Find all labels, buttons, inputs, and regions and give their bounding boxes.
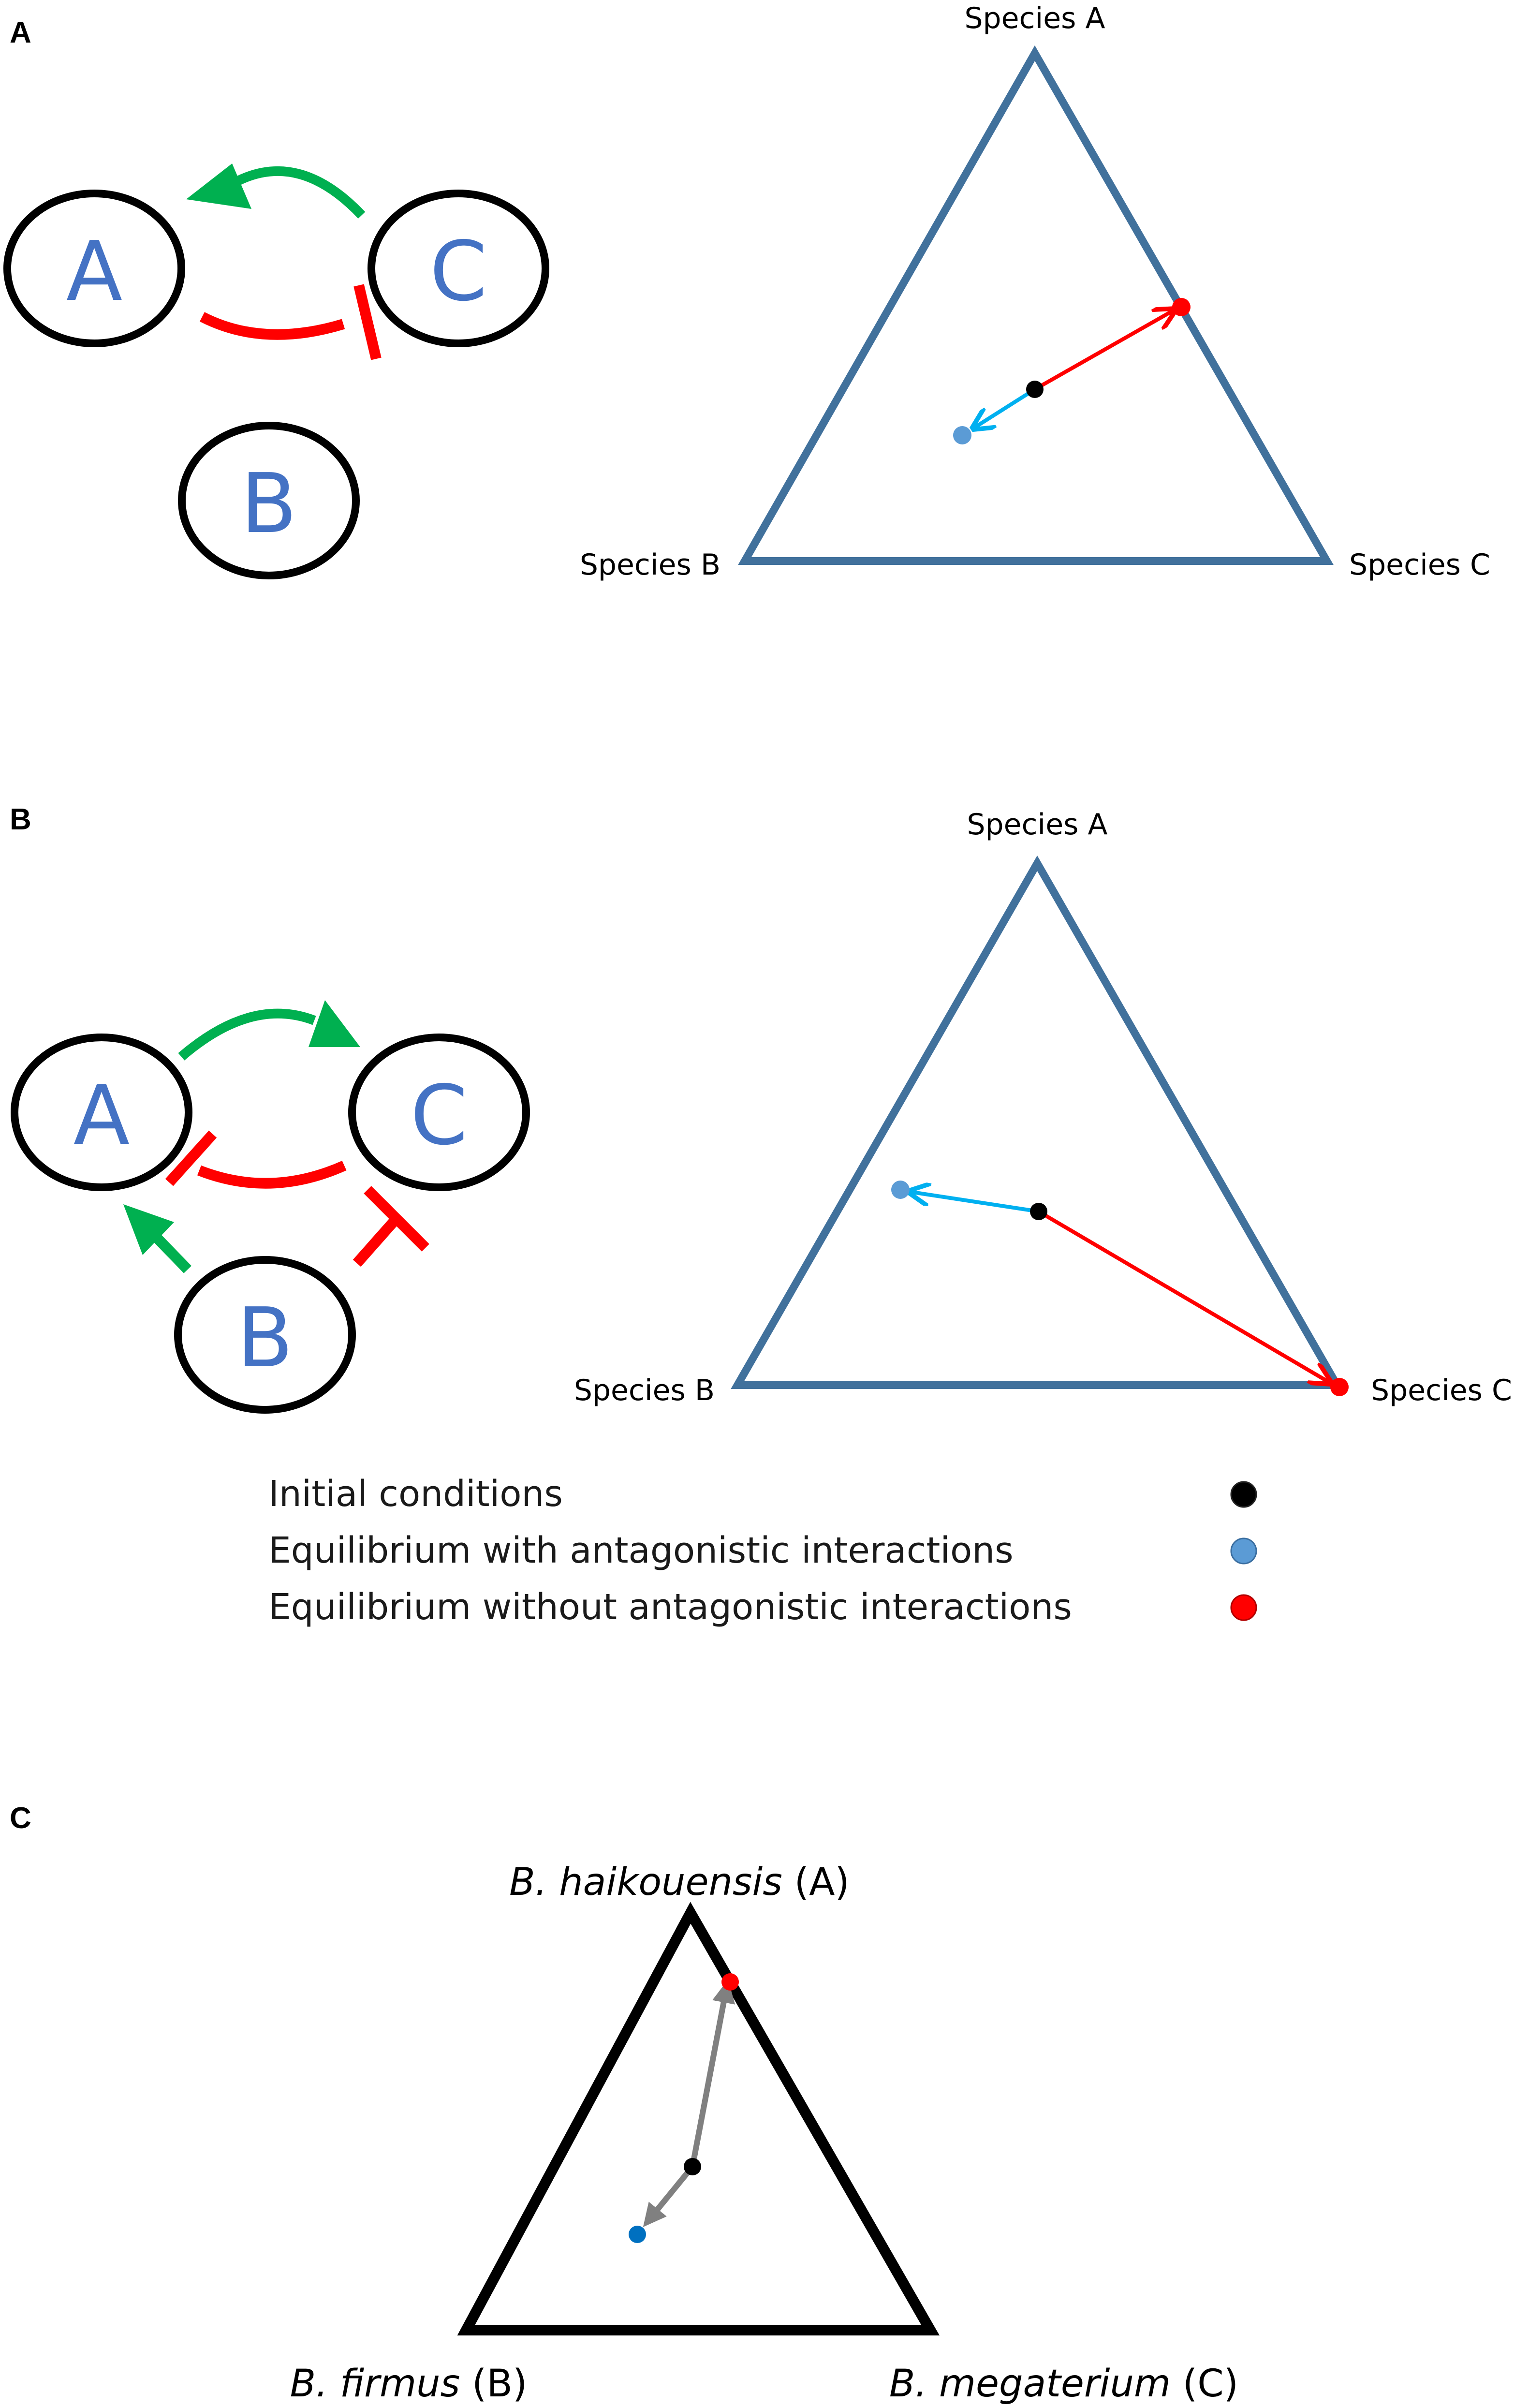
positive-arrowhead [123,1204,174,1255]
red-equilibrium-point [1172,298,1191,316]
panel-b-simplex: Species A Species B Species C [574,808,1512,1407]
corner-species-c: Species C [1349,548,1490,582]
inhibition-bar [353,284,382,360]
node-a-label: A [66,224,122,320]
trajectory-to-red-equilibrium [1037,1210,1331,1383]
panel-a-letter: A [10,16,31,49]
node-a [11,1034,192,1191]
legend: Initial conditions Equilibrium with anta… [268,1473,1257,1628]
initial-point [684,2158,701,2175]
trajectory-to-red-equilibrium [690,1980,735,2168]
corner-firmus-label: B. firmus (B) [290,2362,528,2406]
corner-megaterium-label: B. megaterium (C) [889,2362,1238,2406]
corner-haikouensis-species: B. haikouensis [509,1861,782,1904]
node-a-label: A [74,1068,130,1164]
blue-equilibrium-point [953,426,971,444]
corner-haikouensis-code: (A) [782,1861,850,1904]
panel-a: A A C B Species A Species B Species C [3,1,1490,582]
panel-c-letter: C [10,1802,31,1835]
positive-arrowhead [309,1000,360,1047]
corner-species-c: Species C [1371,1374,1512,1407]
corner-megaterium-species: B. megaterium [889,2362,1171,2406]
corner-species-b: Species B [574,1374,715,1407]
inhibition-bar [165,1130,217,1186]
panel-c: C B. haikouensis (A) B. firmus (B) B. me… [10,1802,1238,2406]
inhibition-a-to-c [199,312,345,340]
node-b [174,1256,356,1414]
panel-a-network: A C B [3,163,549,579]
corner-firmus-code: (B) [460,2362,527,2406]
positive-arrow-a-to-c [178,1008,316,1061]
node-b [178,422,360,579]
legend-label-initial: Initial conditions [268,1473,563,1515]
legend-marker-with-antagonism [1230,1537,1257,1565]
panel-a-simplex: Species A Species B Species C [580,1,1490,582]
initial-point [1030,1203,1047,1220]
initial-point [1026,381,1044,398]
node-b-label: B [237,1290,294,1386]
trajectory-to-red-equilibrium [1034,310,1175,391]
inhibition-bar [364,1186,429,1252]
trajectory-to-blue-equilibrium [909,1192,1039,1213]
ternary-triangle [738,45,1334,565]
corner-firmus-species: B. firmus [290,2362,460,2406]
legend-label-with-antagonism: Equilibrium with antagonistic interactio… [268,1530,1014,1571]
positive-arrow-b-to-a [153,1234,191,1273]
node-c-label: C [411,1068,468,1164]
node-c [348,1034,530,1191]
node-c [368,190,549,347]
legend-marker-without-antagonism [1230,1594,1257,1621]
legend-label-without-antagonism: Equilibrium without antagonistic interac… [268,1586,1072,1628]
corner-species-b: Species B [580,548,720,582]
positive-arrow-c-to-a [235,166,366,219]
corner-haikouensis-label: B. haikouensis (A) [509,1861,850,1904]
panel-b-letter: B [10,803,31,836]
inhibition-b-to-c [353,1217,398,1267]
blue-equilibrium-point [891,1181,910,1199]
ternary-triangle [731,855,1344,1389]
corner-species-a: Species A [964,1,1105,35]
ternary-triangle [457,1902,940,2335]
node-a [3,190,185,347]
legend-marker-initial [1230,1481,1257,1508]
blue-equilibrium-point [629,2226,646,2243]
positive-arrowhead [186,163,251,209]
panel-b-network: A C B [11,1000,530,1414]
trajectory-to-blue-equilibrium [643,2165,695,2227]
node-c-label: C [430,224,487,320]
trajectory-to-blue-equilibrium [973,387,1036,428]
corner-species-a: Species A [967,808,1107,842]
corner-megaterium-code: (C) [1171,2362,1238,2406]
red-equilibrium-point [721,1973,739,1991]
node-b-label: B [241,456,297,552]
inhibition-c-to-a [197,1160,347,1189]
red-equilibrium-point [1330,1378,1349,1396]
panel-b: B A C B Species A Species B S [10,803,1512,1628]
